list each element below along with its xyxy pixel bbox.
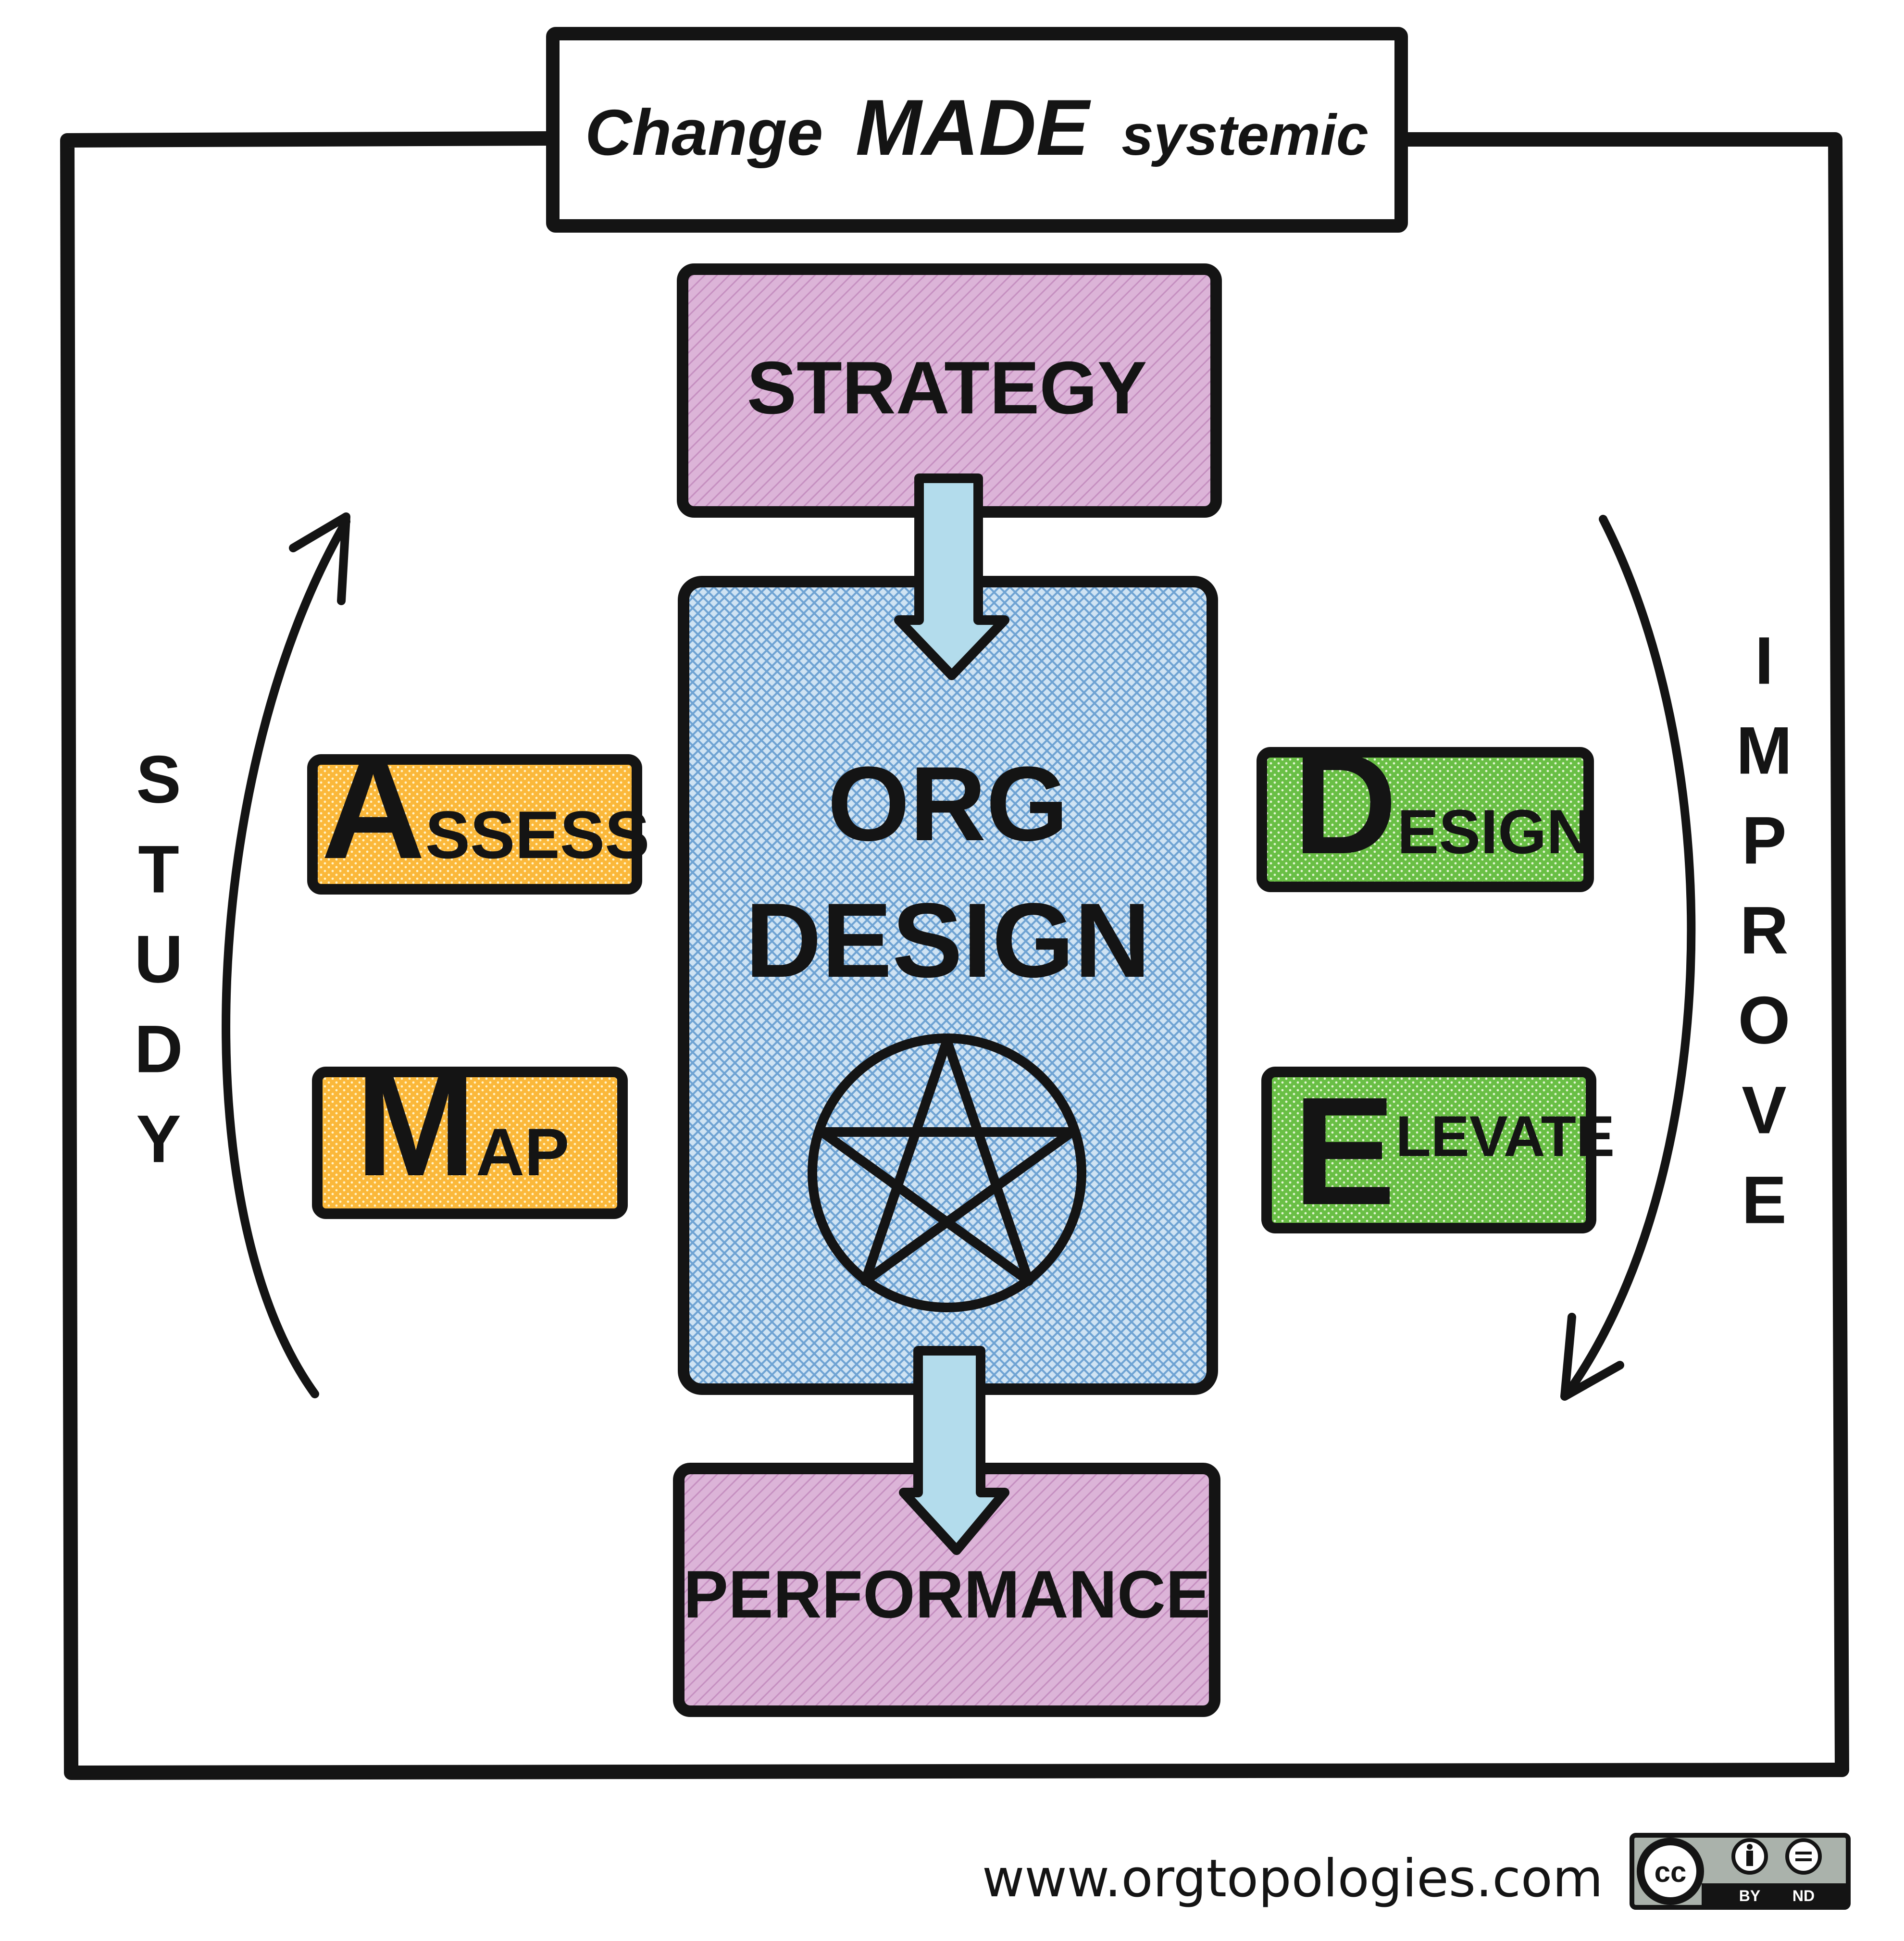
org-design-line1: ORG: [827, 745, 1068, 863]
cc-by-nd-icon[interactable]: cc BY ND: [1630, 1833, 1851, 1910]
pentagram-icon: [808, 1033, 1086, 1312]
orgdesign-to-performance-arrow: [899, 1346, 1009, 1555]
strategy-label: STRATEGY: [747, 346, 1147, 429]
nd-label: ND: [1792, 1887, 1815, 1904]
org-design-box: ORG DESIGN: [678, 576, 1218, 1395]
org-design-line2: DESIGN: [745, 881, 1150, 999]
assess-box: ASSESS: [307, 727, 650, 895]
performance-box: PERFORMANCE: [673, 1463, 1220, 1717]
page-title: Change MADE systemic: [585, 83, 1369, 172]
nd-icon: [1785, 1838, 1822, 1875]
elevate-box: ELEVATE: [1261, 1065, 1615, 1237]
improve-arrow-icon: [1560, 515, 1696, 1401]
strategy-to-orgdesign-arrow: [894, 473, 1009, 680]
performance-label: PERFORMANCE: [684, 1556, 1211, 1632]
improve-label: IMPROVE: [1727, 623, 1802, 1252]
study-label: STUDY: [121, 742, 197, 1191]
outer-frame: [60, 131, 1849, 1780]
map-box: MAP: [312, 1045, 628, 1219]
by-label: BY: [1739, 1887, 1760, 1904]
title-box: Change MADE systemic: [546, 27, 1408, 233]
elevate-label: ELEVATE: [1293, 1065, 1615, 1237]
strategy-box: STRATEGY: [677, 263, 1222, 518]
cc-label: cc: [1655, 1856, 1687, 1888]
assess-label: ASSESS: [321, 727, 650, 889]
study-arrow-icon: [222, 512, 350, 1398]
map-label: MAP: [356, 1045, 569, 1206]
design-box: DESIGN: [1257, 722, 1594, 892]
design-label: DESIGN: [1293, 722, 1592, 884]
footer-url[interactable]: www.orgtopologies.com: [982, 1849, 1603, 1909]
